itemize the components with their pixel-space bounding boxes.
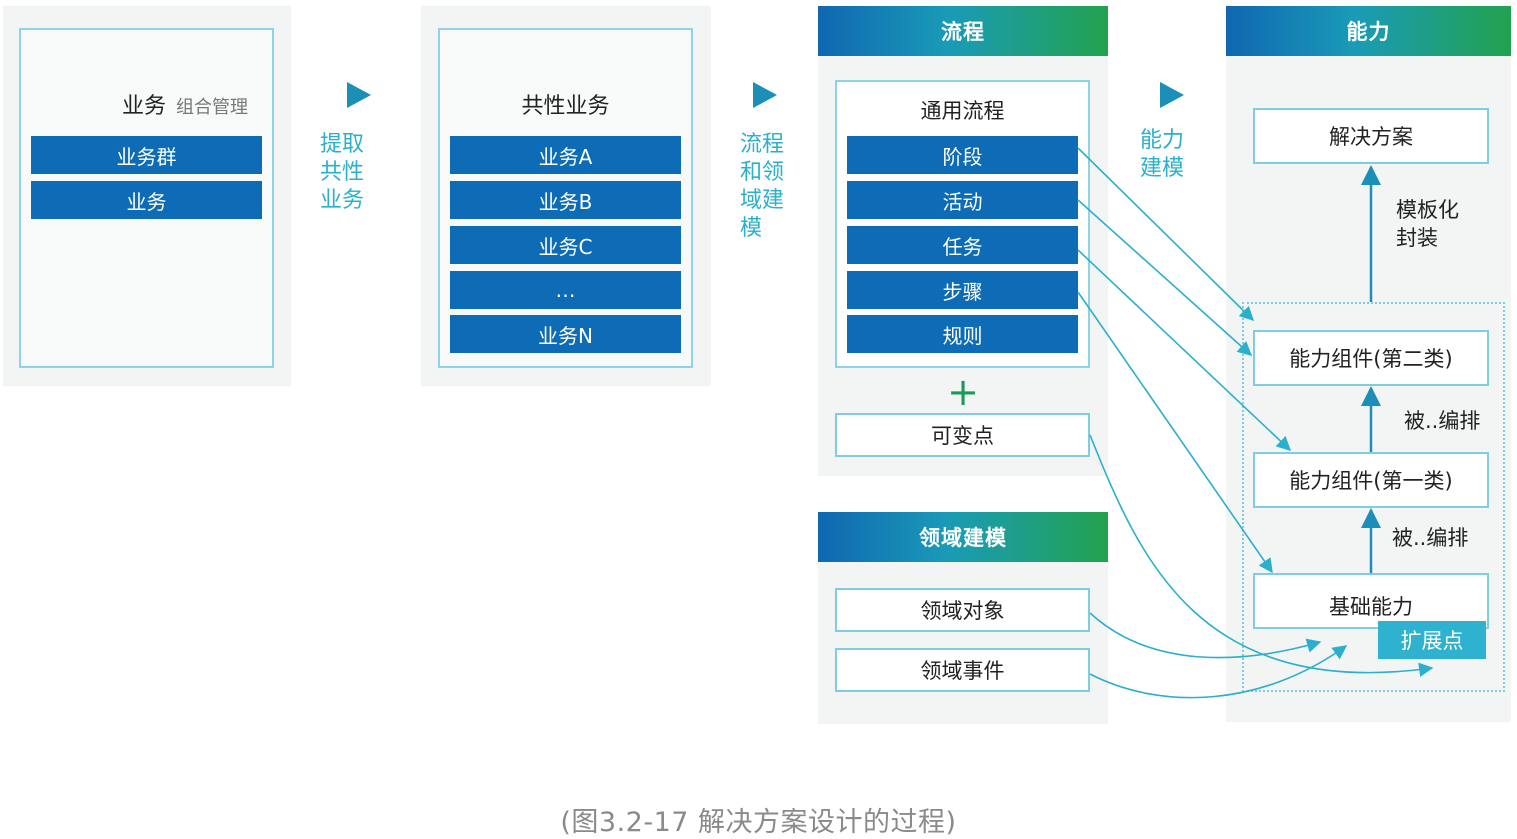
business-title-sub: 组合管理 <box>176 97 249 118</box>
business-title-main: 业务 <box>122 94 167 119</box>
solution-box: 解决方案 <box>1253 108 1489 164</box>
common-bar-2: 业务C <box>450 226 681 264</box>
business-bar-1: 业务 <box>31 181 262 219</box>
arrow-domain-event <box>1089 645 1348 699</box>
business-title: 业务 组合管理 <box>122 88 272 119</box>
common-business-title: 共性业务 <box>521 94 610 119</box>
arrow-stage <box>1077 147 1255 322</box>
process-bar-4: 规则 <box>847 315 1078 353</box>
component-2-box: 能力组件(第二类) <box>1253 330 1489 386</box>
arrow-task <box>1077 249 1292 451</box>
arrow-activity <box>1077 199 1253 356</box>
orchestrate-label-lower: 被..编排 <box>1392 526 1469 550</box>
step-arrow-2-label: 流程 和领 域建 模 <box>740 132 785 241</box>
variable-point-box: 可变点 <box>835 413 1090 457</box>
business-bar-0: 业务群 <box>31 136 262 174</box>
orchestrate-label-upper: 被..编排 <box>1404 409 1481 433</box>
common-bar-1: 业务B <box>450 181 681 219</box>
extension-point-badge: 扩展点 <box>1378 621 1486 659</box>
plus-sign: + <box>947 370 979 414</box>
step-arrow-2-icon <box>753 82 777 108</box>
base-capability-box: 基础能力 <box>1253 573 1489 629</box>
process-header: 流程 <box>818 6 1108 56</box>
base-capability-label: 基础能力 <box>1329 595 1413 619</box>
common-bar-0: 业务A <box>450 136 681 174</box>
step-arrow-1-label: 提取 共性 业务 <box>320 132 365 213</box>
figure-caption: (图3.2-17 解决方案设计的过程) <box>560 807 957 838</box>
process-bar-1: 活动 <box>847 181 1078 219</box>
template-label: 模板化 封装 <box>1396 198 1459 250</box>
capability-dotted-frame <box>1242 302 1505 692</box>
common-bar-4: 业务N <box>450 315 681 353</box>
process-bar-3: 步骤 <box>847 271 1078 309</box>
arrow-domain-object <box>1089 612 1322 659</box>
process-bar-2: 任务 <box>847 226 1078 264</box>
step-arrow-3-label: 能力 建模 <box>1140 128 1185 181</box>
step-arrow-1-icon <box>347 82 371 108</box>
domain-header: 领域建模 <box>818 512 1108 562</box>
component-1-box: 能力组件(第一类) <box>1253 452 1489 508</box>
common-bar-3: … <box>450 271 681 309</box>
capability-header: 能力 <box>1226 6 1511 56</box>
domain-event-box: 领域事件 <box>835 648 1090 692</box>
step-arrow-3-icon <box>1160 82 1184 108</box>
arrow-variable-point <box>1089 434 1434 677</box>
arrow-step <box>1077 291 1273 574</box>
domain-object-box: 领域对象 <box>835 588 1090 632</box>
general-process-title: 通用流程 <box>920 99 1005 123</box>
process-bar-0: 阶段 <box>847 136 1078 174</box>
